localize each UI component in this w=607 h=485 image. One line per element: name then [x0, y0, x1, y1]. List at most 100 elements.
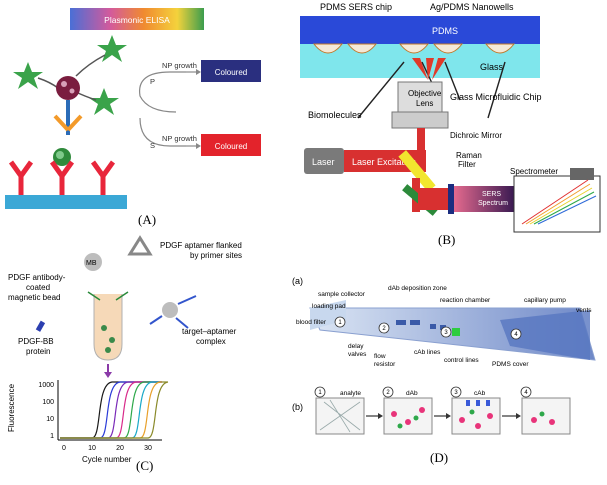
coloured-box-p	[201, 60, 261, 82]
protein-icon	[35, 320, 46, 332]
x-axis-label: Cycle number	[82, 455, 132, 464]
np-growth-p-label: NP growth	[162, 61, 197, 70]
capillary-pump-label: capillary pump	[524, 297, 566, 304]
x-tick-label: 20	[116, 445, 124, 452]
pdms-chip-label: PDMS SERS chip	[320, 2, 392, 12]
amplification-curve	[60, 381, 162, 439]
analyte-label: analyte	[340, 390, 361, 397]
step-1-a: 1	[338, 320, 342, 326]
sample-collector-label: sample collector	[318, 291, 366, 298]
step-3-b: 3	[454, 390, 458, 396]
step-3-a: 3	[444, 330, 448, 336]
coloured-box-s-label: Coloured	[215, 142, 247, 151]
microfluidic-chip-diagram: (a) (b) sample collector loading pad blo…	[292, 276, 596, 435]
caption-d: (D)	[430, 450, 449, 465]
nanowell-icons	[312, 43, 516, 54]
label-b: (b)	[292, 402, 303, 412]
laser-icon	[304, 148, 344, 174]
x-tick-label: 0	[62, 445, 66, 452]
step-1-b: 1	[318, 390, 322, 396]
bead-label: MB	[86, 260, 97, 267]
blood-filter-label: blood filter	[296, 319, 327, 326]
coloured-box-s	[201, 134, 261, 156]
plasmonic-banner	[70, 8, 204, 30]
dab-zone-label: dAb deposition zone	[388, 285, 447, 292]
x-tick-label: 30	[144, 445, 152, 452]
panel-a: Plasmonic ELISA P S NP growth NP gro	[0, 0, 300, 230]
y-tick-label: 100	[42, 399, 54, 406]
caption-a: (A)	[138, 212, 157, 227]
biomolecules-label: Biomolecules	[308, 110, 362, 120]
amplification-curve	[60, 381, 162, 439]
star-icon	[97, 35, 127, 62]
spectrometer-label: Spectrometer	[510, 167, 558, 176]
np-growth-s-label: NP growth	[162, 134, 197, 143]
detection-antibody-icon	[53, 114, 83, 132]
analyte-dots	[391, 407, 555, 429]
amplification-curve	[60, 381, 162, 439]
laser-excitation-label: Laser Excitation	[352, 157, 416, 167]
cab-label: cAb	[474, 390, 486, 397]
step-markers	[334, 316, 522, 340]
channel-icons	[396, 320, 446, 330]
laser-cone-icon	[412, 58, 446, 80]
star-icon	[89, 88, 119, 115]
pdms-label: PDMS	[432, 26, 458, 36]
reaction-chamber-label: reaction chamber	[440, 297, 491, 304]
raman-filter-icon	[448, 184, 454, 214]
substrate-base	[5, 195, 127, 209]
s-label: S	[150, 141, 155, 150]
capture-antibody-icon	[8, 160, 116, 195]
pdms-cover-label: PDMS cover	[492, 361, 529, 368]
dichroic-mirror-label: Dichroic Mirror	[450, 131, 502, 140]
enzyme-icon	[56, 76, 80, 100]
step-4-b: 4	[524, 390, 528, 396]
y-tick-label: 1	[50, 433, 54, 440]
dab-label: dAb	[406, 390, 418, 397]
banner-label: Plasmonic ELISA	[104, 15, 170, 25]
p-label: P	[150, 77, 155, 86]
label-a: (a)	[292, 276, 303, 286]
spectrum-rays	[521, 179, 597, 225]
amplification-curve	[60, 381, 162, 439]
panel-d: (a) (b) sample collector loading pad blo…	[290, 250, 607, 480]
vents-label: vents	[576, 307, 592, 314]
magnetic-bead-icon	[84, 253, 102, 271]
control-lines-label: control lines	[444, 357, 479, 364]
panel-b: PDMS SERS chip Ag/PDMS Nanowells PDMS Gl…	[300, 0, 607, 250]
y-axis-label: Fluorescence	[7, 383, 16, 432]
amplification-curve	[60, 381, 169, 439]
control-line-icon	[452, 328, 460, 336]
laser-label: Laser	[312, 157, 335, 167]
step-2-a: 2	[382, 326, 386, 332]
dichroic-mirror-icon	[398, 150, 436, 192]
y-tick-label: 10	[46, 416, 54, 423]
glass-chip-label: Glass Microfluidic Chip	[450, 92, 542, 102]
pdms-layer	[300, 16, 540, 44]
caption-c: (C)	[136, 458, 154, 473]
star-icon	[13, 62, 43, 89]
complex-icon	[162, 302, 178, 318]
x-tick-label: 10	[88, 445, 96, 452]
sers-spectrum-beam	[454, 186, 514, 212]
step-2-b: 2	[386, 390, 390, 396]
cab-lines-label: cAb lines	[414, 349, 441, 356]
caption-b: (B)	[438, 232, 456, 247]
amplification-curve	[60, 381, 162, 439]
sers-setup-diagram: PDMS SERS chip Ag/PDMS Nanowells PDMS Gl…	[300, 2, 601, 233]
amplification-curve	[60, 381, 162, 439]
nanowells-label: Ag/PDMS Nanowells	[430, 2, 514, 12]
coloured-box-p-label: Coloured	[215, 68, 247, 77]
